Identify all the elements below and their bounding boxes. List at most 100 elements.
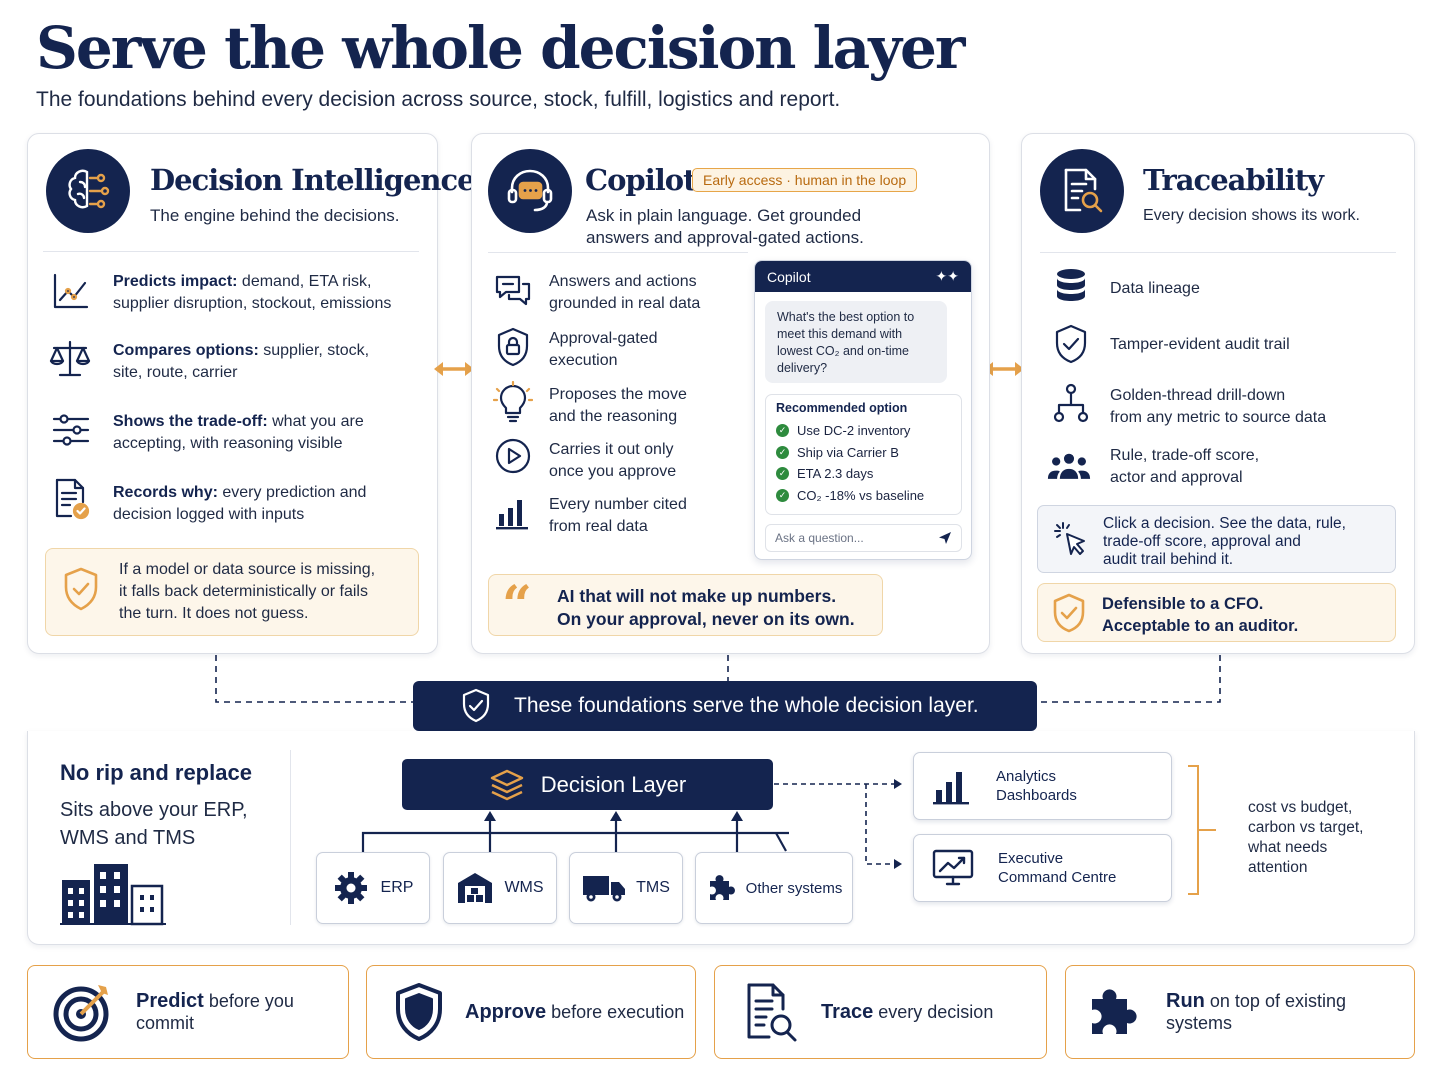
layers-icon: [489, 768, 525, 802]
copilot-panel-header: Copilot ✦✦: [755, 261, 971, 292]
fallback-text: If a model or data source is missing,it …: [119, 561, 376, 622]
recommendation-item: ✓Ship via Carrier B: [776, 442, 951, 464]
check-circle-icon: ✓: [776, 467, 789, 481]
divider: [488, 252, 748, 253]
page-subtitle: The foundations behind every decision ac…: [36, 88, 841, 111]
divider: [1040, 252, 1396, 253]
check-circle-icon: ✓: [776, 424, 789, 438]
footer-predict: Predict before you commit: [27, 965, 349, 1059]
buildings-icon: [60, 864, 166, 926]
shield-check-icon: [460, 688, 492, 724]
footer-approve: Approve before execution: [366, 965, 696, 1059]
dashed-connector: [215, 655, 1221, 703]
integration-heading: No rip and replace: [60, 760, 252, 785]
lightbulb-icon: [491, 381, 535, 425]
click-decision-text: Click a decision. See the data, rule,tra…: [1103, 515, 1346, 568]
double-arrow-icon: [984, 362, 1024, 376]
page-title: Serve the whole decision layer: [36, 14, 965, 82]
scales-icon: [48, 337, 92, 381]
trace-item-rule: Rule, trade-off score,actor and approval: [1110, 447, 1260, 486]
document-search-icon: [1040, 149, 1124, 233]
defensible-note: [1037, 583, 1396, 642]
warehouse-icon: [456, 871, 494, 905]
shield-check-icon: [1049, 322, 1093, 366]
document-search-icon: [743, 981, 799, 1043]
shield-check-icon: [1047, 591, 1091, 635]
sparkle-icon: ✦✦: [935, 268, 959, 284]
cursor-click-icon: [1049, 517, 1093, 561]
hierarchy-icon: [1049, 381, 1093, 425]
document-check-icon: [49, 477, 93, 521]
system-wms[interactable]: WMS: [443, 852, 557, 924]
trend-chart-icon: [49, 269, 93, 313]
attention-text: cost vs budget,carbon vs target,what nee…: [1248, 799, 1364, 876]
vertical-divider: [290, 750, 291, 925]
puzzle-icon: [706, 872, 738, 904]
target-icon: [52, 981, 114, 1043]
click-decision-note: [1037, 505, 1396, 573]
traceability-title: Traceability: [1143, 163, 1324, 197]
shield-lock-icon: [491, 325, 535, 369]
system-other[interactable]: Other systems: [695, 852, 853, 924]
system-tms[interactable]: TMS: [569, 852, 683, 924]
system-connectors: [361, 811, 789, 853]
play-circle-icon: [491, 434, 535, 478]
truck-icon: [582, 873, 626, 903]
di-item-predicts: Predicts impact: demand, ETA risk,suppli…: [113, 273, 392, 312]
database-icon: [1049, 266, 1093, 310]
footer-trace: Trace every decision: [714, 965, 1047, 1059]
output-connectors: [774, 779, 902, 869]
defensible-text: Defensible to a CFO.Acceptable to an aud…: [1102, 595, 1299, 635]
footer-run: Run on top of existing systems: [1065, 965, 1415, 1059]
foundations-banner: These foundations serve the whole decisi…: [413, 681, 1037, 731]
divider: [43, 251, 419, 252]
quote-icon: “: [502, 575, 532, 636]
shield-check-icon: [59, 567, 103, 611]
trace-item-audit: Tamper-evident audit trail: [1110, 336, 1290, 353]
sliders-icon: [49, 408, 93, 452]
recommended-title: Recommended option: [776, 401, 908, 415]
brain-circuit-icon: [46, 149, 130, 233]
di-item-compares: Compares options: supplier, stock,site, …: [113, 342, 370, 381]
decision-intelligence-subtitle: The engine behind the decisions.: [150, 206, 400, 225]
gear-icon: [333, 870, 369, 906]
copilot-title: Copilot: [585, 163, 696, 197]
decision-layer-box: Decision Layer: [402, 759, 773, 810]
check-circle-icon: ✓: [776, 488, 789, 502]
trace-item-lineage: Data lineage: [1110, 280, 1200, 297]
people-icon: [1047, 445, 1091, 489]
send-icon[interactable]: [938, 531, 952, 545]
monitor-chart-icon: [932, 848, 974, 888]
chat-bubbles-icon: [491, 269, 535, 313]
copilot-quote: [488, 574, 883, 636]
decision-intelligence-title: Decision Intelligence: [150, 163, 476, 197]
early-access-badge: Early access · human in the loop: [692, 168, 918, 192]
fallback-note: [45, 548, 419, 636]
headset-chat-icon: [488, 149, 572, 233]
bar-chart-icon: [932, 766, 972, 806]
shield-icon: [393, 982, 445, 1042]
quote-text: AI that will not make up numbers.On your…: [557, 586, 855, 629]
check-circle-icon: ✓: [776, 445, 789, 459]
recommendation-box: Recommended option ✓Use DC-2 inventory ✓…: [765, 394, 962, 515]
recommendation-item: ✓ETA 2.3 days: [776, 463, 951, 485]
double-arrow-icon: [434, 362, 474, 376]
bar-chart-icon: [491, 490, 535, 534]
ask-question-input[interactable]: Ask a question...: [765, 524, 962, 552]
system-erp[interactable]: ERP: [316, 852, 430, 924]
recommendation-item: ✓Use DC-2 inventory: [776, 420, 951, 442]
puzzle-icon: [1084, 983, 1142, 1041]
